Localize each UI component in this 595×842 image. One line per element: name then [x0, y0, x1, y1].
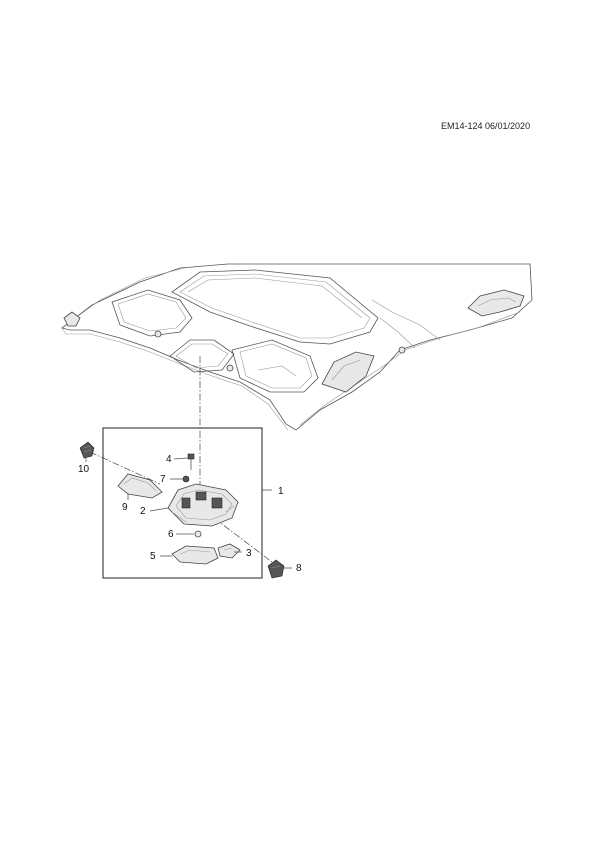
callout-6: 6 — [168, 529, 174, 540]
part-8-connector — [267, 559, 285, 579]
part-6-clip — [194, 530, 202, 538]
callout-5: 5 — [150, 551, 156, 562]
part-2-console-housing — [167, 483, 239, 527]
callout-9: 9 — [122, 502, 128, 513]
callout-4: 4 — [166, 454, 172, 465]
part-7-nut — [182, 475, 190, 483]
callout-2: 2 — [140, 506, 146, 517]
callout-8: 8 — [296, 563, 302, 574]
headliner-illustration — [61, 263, 533, 431]
part-4-screw — [187, 453, 195, 470]
diagram-reference-code: EM14-124 06/01/2020 — [441, 121, 531, 131]
part-10-clip — [79, 441, 95, 459]
part-5-trim-panel — [171, 545, 219, 565]
part-3-switch — [217, 543, 241, 559]
callout-3: 3 — [246, 548, 252, 559]
callout-7: 7 — [160, 474, 166, 485]
leader-lines — [85, 457, 292, 569]
part-9-lens-cover — [117, 473, 163, 499]
assembly-frame — [102, 427, 263, 579]
callout-10: 10 — [78, 464, 90, 475]
center-lines — [89, 356, 273, 563]
callout-1: 1 — [278, 486, 284, 497]
